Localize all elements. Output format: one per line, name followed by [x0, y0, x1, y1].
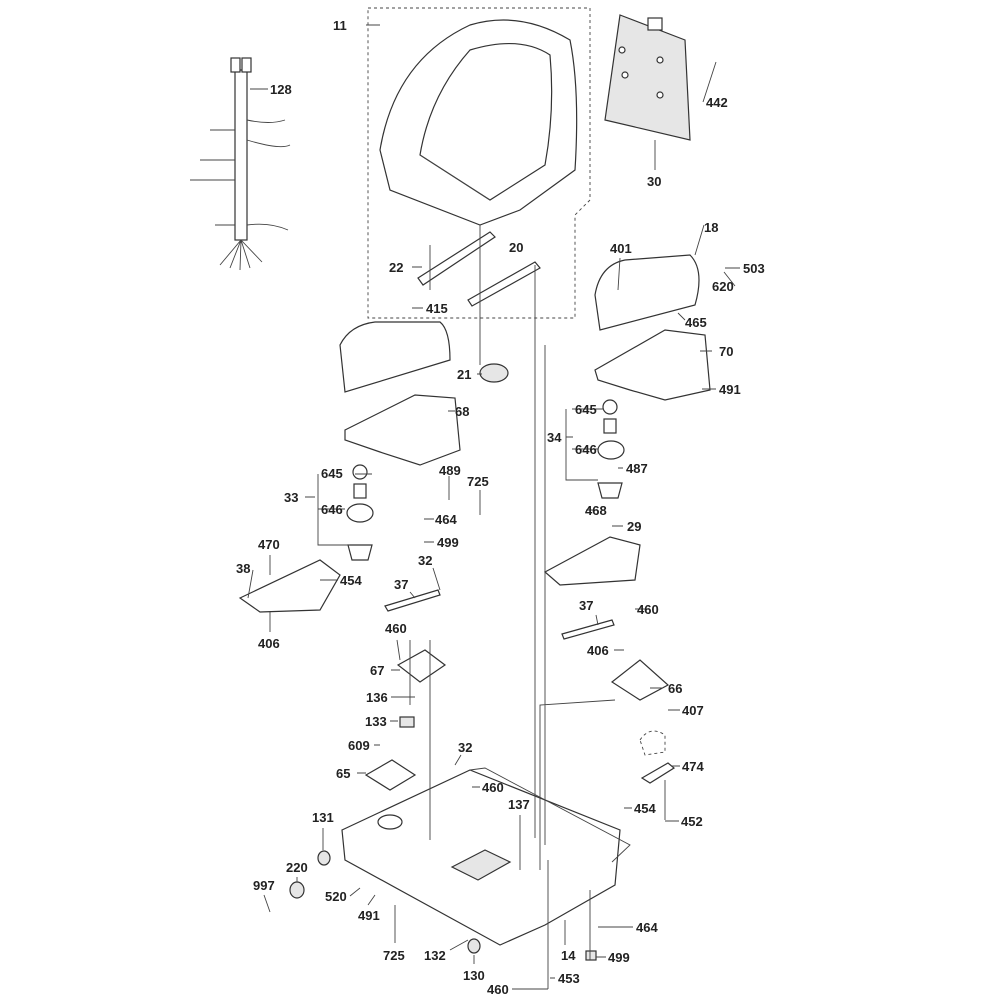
callout-470: 470 — [258, 537, 280, 552]
part-130 — [467, 938, 481, 954]
callout-453: 453 — [558, 971, 580, 986]
callout-468: 468 — [585, 503, 607, 518]
callout-620: 620 — [712, 279, 734, 294]
callout-70: 70 — [719, 344, 733, 359]
callout-464: 464 — [636, 920, 658, 935]
callout-460: 460 — [637, 602, 659, 617]
callout-407: 407 — [682, 703, 704, 718]
callout-499: 499 — [437, 535, 459, 550]
seat-slide-rail-part — [467, 261, 541, 307]
callout-29: 29 — [627, 519, 641, 534]
left-armrest-part — [339, 321, 451, 393]
callout-499: 499 — [608, 950, 630, 965]
callout-454: 454 — [340, 573, 362, 588]
part-131 — [317, 850, 331, 866]
callout-460: 460 — [487, 982, 509, 997]
part-65-mount — [364, 759, 417, 791]
seat-part — [379, 19, 578, 226]
callout-21: 21 — [457, 367, 471, 382]
bracket-67-part — [396, 649, 447, 683]
callout-406: 406 — [587, 643, 609, 658]
callout-128: 128 — [270, 82, 292, 97]
gas-spring-part — [384, 589, 441, 612]
base-frame-14-part — [341, 767, 631, 946]
left-mounting-plate-38-part — [238, 559, 341, 613]
callout-labels: 11 128 442 30 18 20 401 503 22 620 415 4… — [236, 18, 765, 997]
right-armrest-part — [594, 254, 700, 331]
callout-37: 37 — [579, 598, 593, 613]
callout-460: 460 — [482, 780, 504, 795]
callout-18: 18 — [704, 220, 718, 235]
callout-67: 67 — [370, 663, 384, 678]
callout-609: 609 — [348, 738, 370, 753]
callout-520: 520 — [325, 889, 347, 904]
callout-130: 130 — [463, 968, 485, 983]
callout-503: 503 — [743, 261, 765, 276]
callout-465: 465 — [685, 315, 707, 330]
callout-491: 491 — [358, 908, 380, 923]
callout-38: 38 — [236, 561, 250, 576]
callout-645: 645 — [575, 402, 597, 417]
leader-lines — [247, 24, 740, 990]
callout-401: 401 — [610, 241, 632, 256]
bracket-66-part — [610, 659, 670, 701]
callout-65: 65 — [336, 766, 350, 781]
part-133 — [399, 716, 415, 728]
seat-back-plate-part — [604, 14, 691, 141]
callout-406: 406 — [258, 636, 280, 651]
switch-474-part — [640, 762, 676, 784]
right-console-70-part — [594, 329, 711, 401]
callout-133: 133 — [365, 714, 387, 729]
seat-switch-part — [479, 363, 509, 383]
callout-452: 452 — [681, 814, 703, 829]
callout-491: 491 — [719, 382, 741, 397]
callout-68: 68 — [455, 404, 469, 419]
callout-646: 646 — [321, 502, 343, 517]
switch-474-ghost-outline — [639, 730, 666, 756]
callout-14: 14 — [561, 948, 576, 963]
callout-66: 66 — [668, 681, 682, 696]
callout-34: 34 — [547, 430, 562, 445]
wiring-harness-part — [190, 57, 291, 271]
callout-137: 137 — [508, 797, 530, 812]
callout-37: 37 — [394, 577, 408, 592]
callout-454: 454 — [634, 801, 656, 816]
right-joystick-34-part — [597, 399, 625, 499]
gas-spring-part — [561, 619, 615, 640]
callout-645: 645 — [321, 466, 343, 481]
left-console-68-part — [344, 394, 461, 466]
callout-442: 442 — [706, 95, 728, 110]
callout-220: 220 — [286, 860, 308, 875]
callout-997: 997 — [253, 878, 275, 893]
callout-20: 20 — [509, 240, 523, 255]
callout-33: 33 — [284, 490, 298, 505]
callout-32: 32 — [458, 740, 472, 755]
callout-464: 464 — [435, 512, 457, 527]
right-mounting-plate-29-part — [543, 536, 641, 586]
callout-30: 30 — [647, 174, 661, 189]
callout-646: 646 — [575, 442, 597, 457]
callout-487: 487 — [626, 461, 648, 476]
left-joystick-33-part — [346, 464, 374, 561]
part-220 — [289, 881, 305, 899]
callout-11: 11 — [333, 18, 347, 33]
callout-489: 489 — [439, 463, 461, 478]
callout-415: 415 — [426, 301, 448, 316]
callout-474: 474 — [682, 759, 704, 774]
seat-slide-rail-part — [417, 231, 496, 286]
callout-725: 725 — [383, 948, 405, 963]
callout-725: 725 — [467, 474, 489, 489]
seat-assembly-group-outline — [367, 7, 591, 319]
callout-132: 132 — [424, 948, 446, 963]
callout-131: 131 — [312, 810, 334, 825]
callout-460: 460 — [385, 621, 407, 636]
callout-32: 32 — [418, 553, 432, 568]
callout-136: 136 — [366, 690, 388, 705]
callout-22: 22 — [389, 260, 403, 275]
part-499 — [585, 950, 597, 961]
